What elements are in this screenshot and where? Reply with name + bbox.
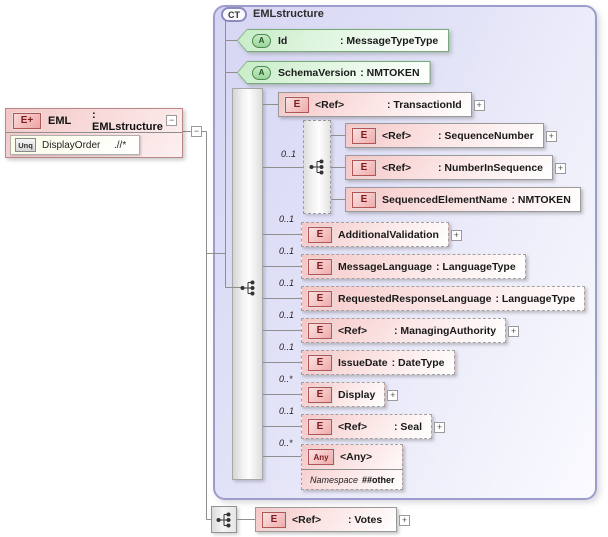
unique-name: DisplayOrder [42, 139, 101, 151]
complex-type-title: EMLstructure [253, 8, 324, 20]
element-issuedate[interactable]: E IssueDate : DateType [301, 350, 455, 375]
element-type: : NumberInSequence [438, 161, 544, 174]
element-icon: E [261, 510, 287, 529]
element-transactionid[interactable]: E <Ref> : TransactionId + [278, 92, 485, 117]
element-requestedresponselanguage[interactable]: E RequestedResponseLanguage : LanguageTy… [301, 286, 586, 311]
attribute-schemaversion[interactable]: A SchemaVersion : NMTOKEN [237, 61, 431, 84]
any-name: <Any> [340, 451, 373, 463]
attribute-type: : NMTOKEN [360, 66, 420, 79]
element-seal[interactable]: E <Ref> : Seal + [301, 414, 446, 439]
attribute-name: SchemaVersion [278, 66, 357, 79]
element-type: : NMTOKEN [511, 193, 571, 206]
element-icon: E [307, 257, 333, 276]
element-name: <Ref> [338, 420, 368, 433]
element-icon: E [307, 225, 333, 244]
element-name: <Ref> [382, 129, 412, 142]
element-votes[interactable]: E <Ref> : Votes + [255, 507, 410, 532]
cardinality-label: 0..1 [279, 278, 295, 288]
element-type: : DateType [391, 356, 445, 369]
element-name: IssueDate [338, 356, 388, 369]
expand-icon[interactable]: + [387, 390, 399, 401]
namespace-label: Namespace [310, 474, 359, 485]
cardinality-label: 0..1 [279, 310, 295, 320]
complex-type-icon: CT [221, 7, 247, 22]
element-additionalvalidation[interactable]: E AdditionalValidation + [301, 222, 462, 247]
element-name: AdditionalValidation [338, 228, 439, 241]
element-type: : Votes [348, 513, 383, 526]
element-icon: E [284, 95, 310, 114]
element-name: <Ref> [292, 513, 322, 526]
element-type: : LanguageType [495, 292, 576, 305]
cardinality-label: 0..* [279, 438, 293, 448]
cardinality-label: 0..1 [279, 214, 295, 224]
element-any-wildcard[interactable]: Any <Any> Namespace ##other [301, 444, 403, 490]
element-name: MessageLanguage [338, 260, 432, 273]
cardinality-label: 0..1 [279, 246, 295, 256]
collapse-children-icon[interactable]: − [191, 126, 202, 137]
cardinality-label: 0..1 [279, 406, 295, 416]
element-icon: E [351, 190, 377, 209]
element-sequencedelementname[interactable]: E SequencedElementName : NMTOKEN [345, 187, 581, 212]
attribute-id[interactable]: A Id : MessageTypeType [237, 29, 450, 52]
element-type: : ManagingAuthority [394, 324, 497, 337]
element-name: <Ref> [382, 161, 412, 174]
cardinality-label: 0..* [279, 374, 293, 384]
element-name: RequestedResponseLanguage [338, 292, 492, 305]
unique-selector: .//* [114, 139, 127, 151]
sequence-icon [216, 512, 231, 528]
element-icon: E [307, 321, 333, 340]
attribute-name: Id [278, 34, 288, 47]
element-type: : Seal [394, 420, 423, 433]
cardinality-label: 0..1 [281, 149, 297, 159]
collapse-icon[interactable]: − [166, 115, 177, 126]
any-icon: Any [307, 448, 335, 466]
expand-icon[interactable]: + [434, 422, 446, 433]
root-element-type: : EMLstructure [92, 108, 163, 133]
element-type: : TransactionId [387, 98, 462, 111]
element-sequencenumber[interactable]: E <Ref> : SequenceNumber + [345, 123, 557, 148]
element-type: : LanguageType [435, 260, 516, 273]
expand-icon[interactable]: + [473, 100, 485, 111]
expand-icon[interactable]: + [545, 131, 557, 142]
sequence-icon [309, 159, 324, 175]
element-messagelanguage[interactable]: E MessageLanguage : LanguageType [301, 254, 526, 279]
cardinality-label: 0..1 [279, 342, 295, 352]
expand-icon[interactable]: + [399, 515, 410, 526]
attribute-icon: A [252, 65, 271, 80]
element-numberinsequence[interactable]: E <Ref> : NumberInSequence + [345, 155, 567, 180]
element-type: : SequenceNumber [438, 129, 534, 142]
expand-icon[interactable]: + [450, 230, 462, 241]
element-icon: E [351, 126, 377, 145]
element-icon: E+ [12, 111, 42, 130]
namespace-value: ##other [362, 474, 395, 485]
element-display[interactable]: E Display + [301, 382, 399, 407]
element-name: <Ref> [315, 98, 345, 111]
element-icon: E [307, 385, 333, 404]
expand-icon[interactable]: + [555, 163, 567, 174]
element-name: SequencedElementName [382, 193, 508, 206]
unique-constraint[interactable]: Unq DisplayOrder .//* [10, 135, 140, 155]
root-element-name: EML [48, 114, 72, 127]
attribute-type: : MessageTypeType [340, 34, 439, 47]
element-managingauthority[interactable]: E <Ref> : ManagingAuthority + [301, 318, 520, 343]
expand-icon[interactable]: + [508, 326, 520, 337]
sequence-icon [240, 280, 255, 296]
element-icon: E [307, 417, 333, 436]
attribute-icon: A [252, 33, 271, 48]
element-name: Display [338, 388, 376, 401]
element-icon: E [351, 158, 377, 177]
unique-icon: Unq [15, 138, 36, 152]
element-icon: E [307, 289, 333, 308]
element-icon: E [307, 353, 333, 372]
element-name: <Ref> [338, 324, 368, 337]
